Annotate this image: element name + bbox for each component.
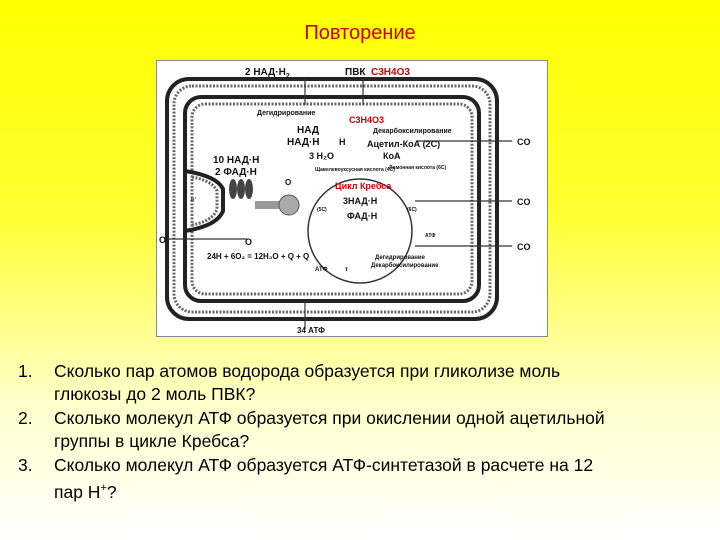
svg-text:НАД: НАД	[297, 125, 319, 136]
svg-text:2 НАД·Н2: 2 НАД·Н2	[245, 67, 290, 80]
svg-text:CO: CO	[517, 137, 531, 147]
svg-text:2 ФАД·Н: 2 ФАД·Н	[215, 167, 257, 178]
svg-text:24Н + 6O₂ = 12Н₂O + Q + Q: 24Н + 6O₂ = 12Н₂O + Q + Q	[207, 252, 309, 261]
mitochondrion-diagram: 2 НАД·Н2 ПВК C3H4O3 Дегидрирование C3H4O…	[156, 60, 548, 337]
svg-text:АТФ: АТФ	[425, 233, 436, 239]
svg-text:Щавелевоуксусная кислота (4С): Щавелевоуксусная кислота (4С)	[315, 167, 395, 173]
svg-text:КоА: КоА	[383, 151, 401, 161]
svg-text:Н: Н	[339, 137, 346, 147]
svg-text:Декарбоксилирование: Декарбоксилирование	[373, 127, 452, 135]
outer-membrane-outer	[165, 77, 499, 321]
svg-text:O: O	[285, 178, 291, 187]
svg-text:Ацетил-КоА (2С): Ацетил-КоА (2С)	[367, 139, 440, 149]
left-invagination	[184, 169, 225, 233]
svg-text:н⁺: н⁺	[191, 197, 197, 203]
svg-text:Дегидрирование: Дегидрирование	[375, 255, 426, 261]
atp-synthase-icon	[229, 179, 300, 216]
inner-membrane-outer	[183, 95, 481, 303]
svg-text:34 АТФ: 34 АТФ	[297, 326, 325, 335]
svg-text:O: O	[159, 235, 166, 245]
inner-membrane-inner	[190, 102, 474, 296]
svg-text:3 Н₂О: 3 Н₂О	[309, 151, 334, 161]
svg-text:CO: CO	[517, 197, 531, 207]
question-item: 2. Сколько молекул АТФ образуется при ок…	[18, 408, 605, 451]
question-item: 1. Сколько пар атомов водорода образуетс…	[18, 361, 561, 404]
svg-text:(5С): (5С)	[317, 207, 327, 213]
svg-text:т: т	[345, 267, 348, 273]
svg-text:C3H4O3: C3H4O3	[371, 67, 410, 78]
svg-text:Лимонная кислота (6С): Лимонная кислота (6С)	[389, 165, 446, 171]
svg-text:3НАД·Н: 3НАД·Н	[343, 196, 377, 206]
svg-text:10 НАД·Н: 10 НАД·Н	[213, 155, 259, 166]
svg-text:ПВК: ПВК	[345, 67, 366, 78]
krebs-cycle-circle	[307, 178, 413, 284]
question-item: 3. Сколько молекул АТФ образуется АТФ-си…	[18, 455, 594, 502]
svg-text:O: O	[245, 237, 252, 247]
svg-text:Дегидрирование: Дегидрирование	[257, 110, 315, 117]
outer-membrane-inner	[172, 84, 492, 314]
svg-text:CO: CO	[517, 242, 531, 252]
svg-text:Декарбоксилирование: Декарбоксилирование	[371, 262, 439, 269]
svg-text:C3H4O3: C3H4O3	[349, 115, 384, 125]
svg-text:(6С): (6С)	[407, 207, 417, 213]
question-list: 1. Сколько пар атомов водорода образуетс…	[18, 360, 708, 505]
page-title: Повторение	[304, 22, 416, 44]
svg-text:ФАД·Н: ФАД·Н	[347, 211, 377, 221]
svg-text:АТФ: АТФ	[315, 267, 328, 273]
svg-text:Цикл Кребса: Цикл Кребса	[335, 181, 392, 191]
svg-text:НАД·Н: НАД·Н	[287, 137, 320, 148]
